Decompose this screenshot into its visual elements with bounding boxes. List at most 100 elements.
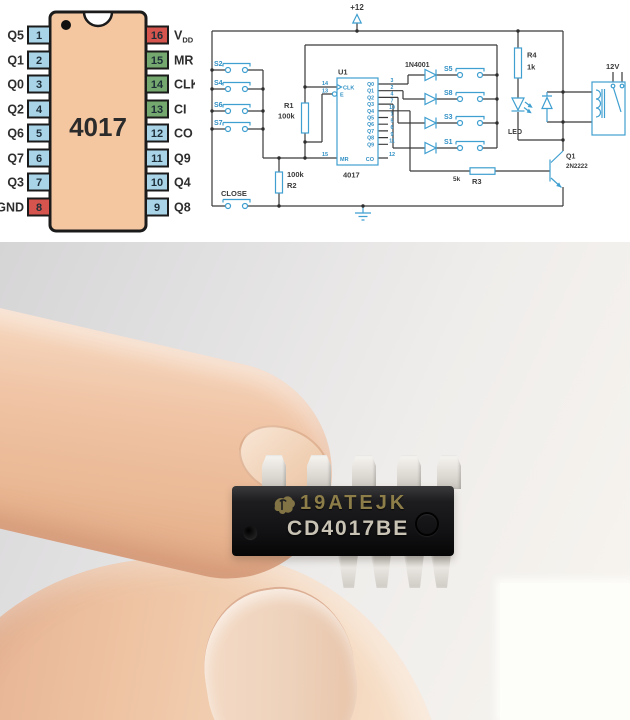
schematic-wires bbox=[211, 23, 623, 207]
pin-number-box bbox=[145, 148, 169, 168]
ic-co-pin: 12 bbox=[389, 152, 395, 158]
pin-number-box bbox=[27, 197, 51, 217]
chip-pin bbox=[352, 455, 376, 489]
pin-label: Q4 bbox=[174, 176, 191, 190]
pin-row: 14 CLK bbox=[145, 74, 195, 94]
ic-part: 4017 bbox=[343, 171, 360, 180]
r2-ref: R2 bbox=[287, 181, 297, 190]
background-white-card bbox=[500, 583, 630, 720]
ic-q2-pin: 4 bbox=[391, 92, 394, 98]
diode-1n4001-3 bbox=[424, 116, 438, 130]
pin-label: Q1 bbox=[7, 54, 24, 68]
pin-number: 13 bbox=[151, 104, 163, 116]
pin-number-box bbox=[145, 99, 169, 119]
pin-row: 3 Q0 bbox=[7, 74, 51, 94]
pin-number: 15 bbox=[151, 55, 163, 67]
pushbutton-S5 bbox=[455, 67, 485, 79]
ic-en-pin: 13 bbox=[322, 88, 328, 94]
pin-label: Q3 bbox=[7, 176, 24, 190]
r4-ref: R4 bbox=[527, 51, 537, 60]
pin-label: Q0 bbox=[7, 78, 24, 92]
ic-q5-label: Q5 bbox=[367, 116, 374, 122]
chip-marking-line1: 19ATEJK bbox=[272, 492, 407, 515]
pin-number-box bbox=[27, 148, 51, 168]
pin-number: 5 bbox=[36, 128, 42, 140]
ground-symbol bbox=[355, 206, 371, 221]
chip-pin bbox=[371, 554, 391, 588]
diode-1n4001-2 bbox=[424, 92, 438, 106]
pin-label: Q6 bbox=[7, 127, 24, 141]
r3-value: 5k bbox=[453, 176, 461, 183]
pin-number: 7 bbox=[36, 177, 42, 189]
pin-number: 11 bbox=[151, 153, 163, 165]
pin-number-box bbox=[27, 99, 51, 119]
pin-number: 8 bbox=[36, 202, 42, 214]
ic-q2-label: Q2 bbox=[367, 95, 374, 101]
pin-number-box bbox=[27, 123, 51, 143]
diode-1n4001-4 bbox=[424, 141, 438, 155]
pin-label: GND bbox=[0, 201, 24, 215]
chip-pin bbox=[437, 455, 461, 489]
ic-notch bbox=[82, 10, 114, 28]
close-label: CLOSE bbox=[221, 189, 247, 198]
chip-pin bbox=[431, 554, 451, 588]
chip-mold-ring bbox=[415, 512, 439, 536]
pin-row: 8 GND bbox=[0, 197, 51, 217]
ic-q4-label: Q4 bbox=[367, 109, 374, 115]
pin-number-box bbox=[145, 50, 169, 70]
ic-q9-pin: 11 bbox=[389, 139, 395, 145]
pushbutton-S8 bbox=[455, 91, 485, 103]
ic-clk-pin: 14 bbox=[322, 81, 329, 87]
pushbutton-S2 bbox=[222, 62, 251, 74]
relay-contact-blade-icon bbox=[612, 87, 622, 113]
pin-number-box bbox=[27, 25, 51, 45]
power-arrow-icon bbox=[351, 13, 363, 24]
pin-number: 6 bbox=[36, 153, 42, 165]
switch-label-s1: S1 bbox=[444, 139, 453, 146]
chip-mold-dimple bbox=[244, 526, 257, 539]
pin-label: Q7 bbox=[7, 152, 24, 166]
r2-value: 100k bbox=[287, 170, 305, 179]
ic-q9-label: Q9 bbox=[367, 142, 374, 148]
pin-number: 4 bbox=[36, 104, 43, 116]
switch-label-s3: S3 bbox=[444, 114, 453, 121]
ic-en-label: E bbox=[340, 93, 344, 99]
ic-q0-pin: 3 bbox=[391, 78, 394, 84]
pin-row: 9 Q8 bbox=[145, 197, 191, 217]
pin-label: VDD bbox=[174, 29, 194, 45]
ic-co-label: CO bbox=[366, 157, 375, 163]
power-label: +12 bbox=[350, 3, 364, 12]
relay-coil-icon bbox=[595, 89, 602, 118]
resistor-R2 bbox=[274, 171, 284, 194]
ic-mr-pin: 15 bbox=[322, 152, 328, 158]
ic-symbol bbox=[331, 77, 379, 166]
resistor-R4 bbox=[513, 47, 523, 79]
circuit-schematic: +12 S2 S4 S6 S7 CLOSE R1 100k 100k R2 U1… bbox=[210, 3, 626, 221]
chip-pin bbox=[307, 455, 331, 489]
ic-q7-pin: 6 bbox=[391, 125, 394, 131]
r1-value: 100k bbox=[278, 112, 296, 121]
pushbutton-close bbox=[222, 198, 251, 210]
pin-label: CLK bbox=[174, 78, 195, 92]
pin-row: 11 Q9 bbox=[145, 148, 191, 168]
pin-number: 16 bbox=[151, 30, 163, 42]
ic-q3-pin: 7 bbox=[391, 98, 394, 104]
ic-q7-label: Q7 bbox=[367, 129, 374, 135]
pushbutton-S1 bbox=[455, 140, 485, 152]
switch-label-s7: S7 bbox=[214, 120, 223, 127]
pin-number-box bbox=[145, 197, 169, 217]
pinout-diagram: 4017 1 Q5 2 Q1 3 Q0 4 Q2 5 Q6 6 Q7 7 Q3 … bbox=[0, 10, 195, 233]
r4-value: 1k bbox=[527, 63, 536, 72]
pin-label: Q5 bbox=[7, 29, 24, 43]
switch-label-s2: S2 bbox=[214, 61, 223, 68]
ic-q1-label: Q1 bbox=[367, 89, 374, 95]
pushbutton-S7 bbox=[222, 121, 251, 133]
pin-number: 10 bbox=[151, 177, 163, 189]
pin-row: 4 Q2 bbox=[7, 99, 51, 119]
pin-number-box bbox=[145, 123, 169, 143]
pushbutton-S6 bbox=[222, 103, 251, 115]
transistor-ref: Q1 bbox=[566, 154, 575, 161]
pin-row: 2 Q1 bbox=[7, 50, 51, 70]
pin-number-box bbox=[145, 74, 169, 94]
ic-ref: U1 bbox=[338, 68, 348, 77]
